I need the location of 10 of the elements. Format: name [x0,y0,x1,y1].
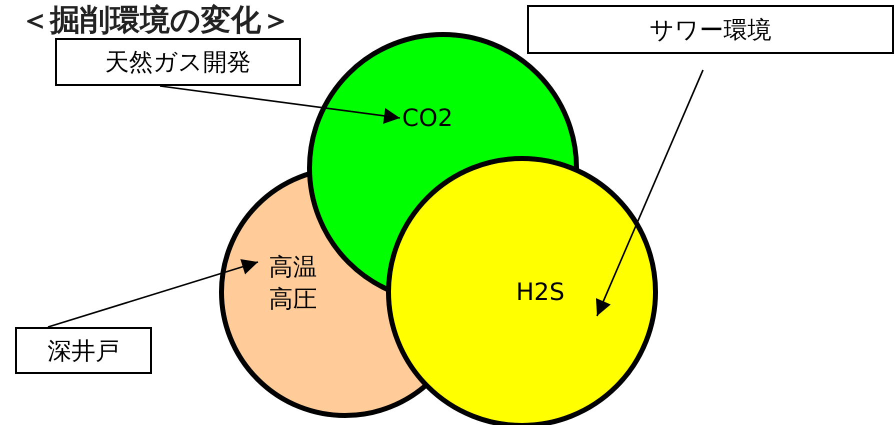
diagram-title: ＜掘削環境の変化＞ [20,2,291,40]
circle-label: CO2 [402,102,482,134]
label-box: サワー環境 [527,5,894,54]
leader-arrow [596,70,704,316]
label-box: 深井戸 [15,327,152,374]
leader-arrow [48,259,258,328]
label-box: 天然ガス開発 [55,38,301,86]
leader-arrow [160,85,400,124]
circle-label: H2S [516,276,596,308]
circle-label: 高温高圧 [269,251,321,316]
